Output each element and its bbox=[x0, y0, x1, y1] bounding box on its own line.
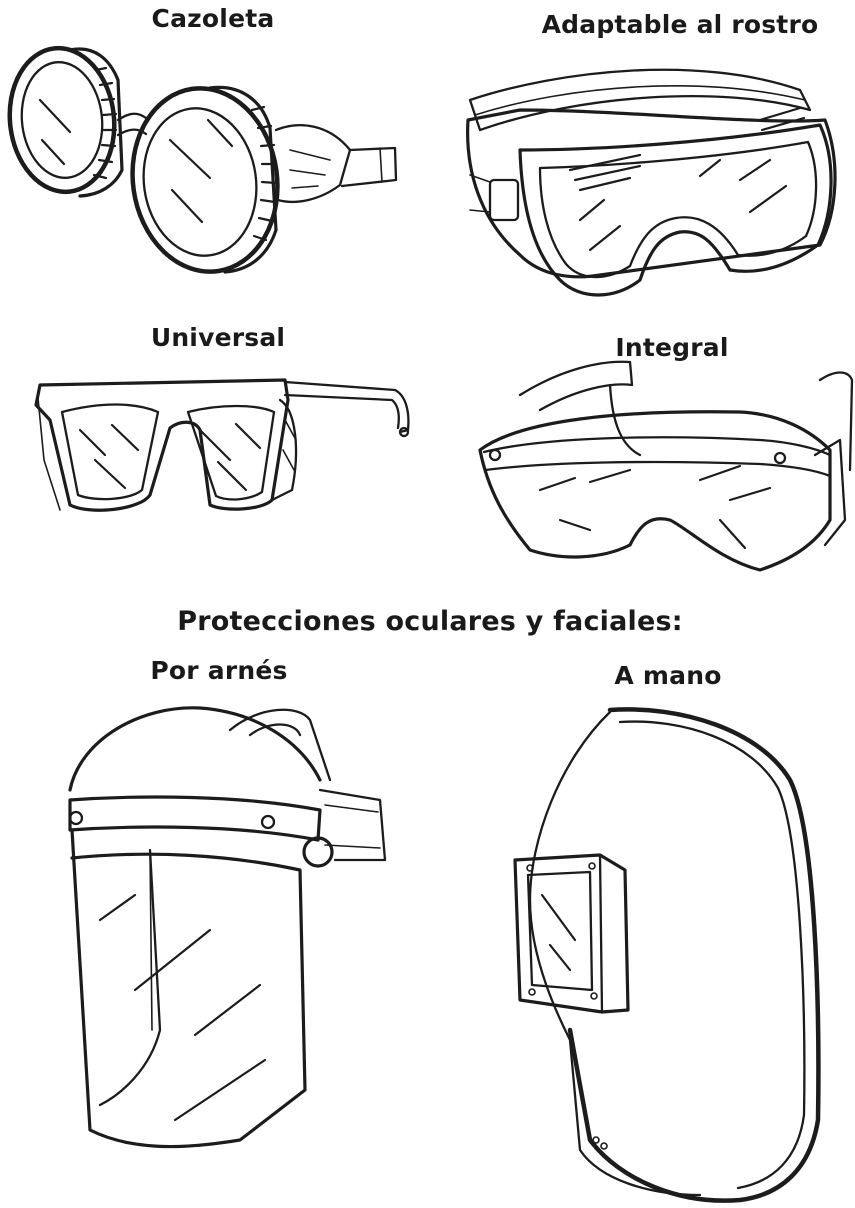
cazoleta-goggles-drawing bbox=[3, 43, 396, 281]
adaptable-goggles-drawing bbox=[468, 70, 835, 295]
a-mano-welding-shield-drawing bbox=[515, 709, 818, 1200]
universal-glasses-drawing bbox=[36, 380, 408, 510]
integral-overglasses-drawing bbox=[480, 362, 852, 570]
por-arnes-face-shield-drawing bbox=[70, 708, 385, 1147]
